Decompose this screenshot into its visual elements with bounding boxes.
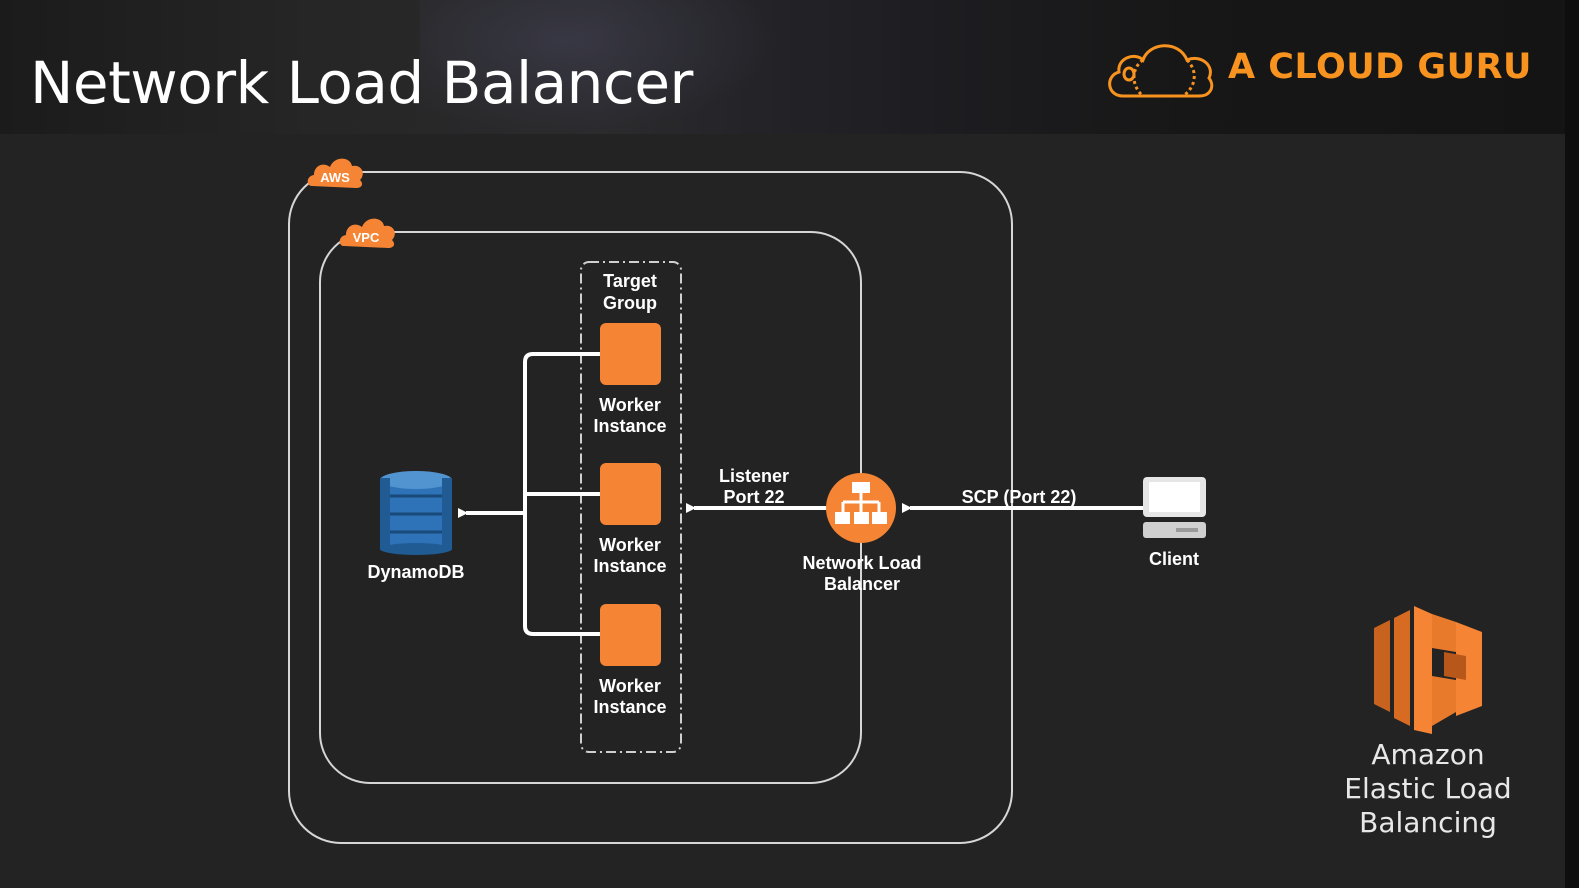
worker-instance-2-label-line2: Instance <box>593 556 666 576</box>
vpc-badge-label: VPC <box>353 230 380 245</box>
elb-service-label-line3: Balancing <box>1359 806 1497 839</box>
nlb-label-line1: Network Load <box>802 553 921 573</box>
listener-label-line2: Port 22 <box>723 487 784 507</box>
client-computer-icon <box>1143 477 1206 538</box>
elb-service-label: Amazon Elastic Load Balancing <box>1338 738 1518 840</box>
cloud-logo-icon <box>1108 44 1214 98</box>
worker-instance-1 <box>600 323 661 385</box>
nlb-label-line2: Balancer <box>824 574 900 594</box>
load-balancer-icon <box>826 473 896 543</box>
video-presenter-overlay <box>420 0 780 134</box>
dynamodb-label: DynamoDB <box>367 562 464 582</box>
client-label: Client <box>1149 549 1199 569</box>
worker-instance-1-label-line2: Instance <box>593 416 666 436</box>
target-group-label-line2: Group <box>603 293 657 313</box>
listener-label-line1: Listener <box>719 466 789 486</box>
elb-service-label-line1: Amazon <box>1371 738 1485 771</box>
target-group-boundary <box>580 261 682 753</box>
worker-instance-3 <box>600 604 661 666</box>
page-title: Network Load Balancer <box>30 49 693 117</box>
worker-instance-2-label-line1: Worker <box>599 535 661 555</box>
elastic-load-balancing-icon <box>1374 606 1482 734</box>
aws-badge-label: AWS <box>320 170 350 185</box>
brand-name: A CLOUD GURU <box>1228 47 1532 87</box>
worker-instance-3-label-line2: Instance <box>593 697 666 717</box>
slide-header <box>0 0 1579 134</box>
target-group-label-line1: Target <box>603 271 657 291</box>
scp-label: SCP (Port 22) <box>962 487 1077 507</box>
frame-edge <box>1565 0 1579 888</box>
elb-service-label-line2: Elastic Load <box>1344 772 1512 805</box>
worker-instance-3-label-line1: Worker <box>599 676 661 696</box>
worker-instance-2 <box>600 463 661 525</box>
dynamodb-icon <box>380 471 452 555</box>
worker-instance-1-label-line1: Worker <box>599 395 661 415</box>
aws-cloud-icon: AWS <box>307 158 363 188</box>
instance-connectors <box>458 352 600 636</box>
vpc-cloud-icon: VPC <box>339 218 395 248</box>
